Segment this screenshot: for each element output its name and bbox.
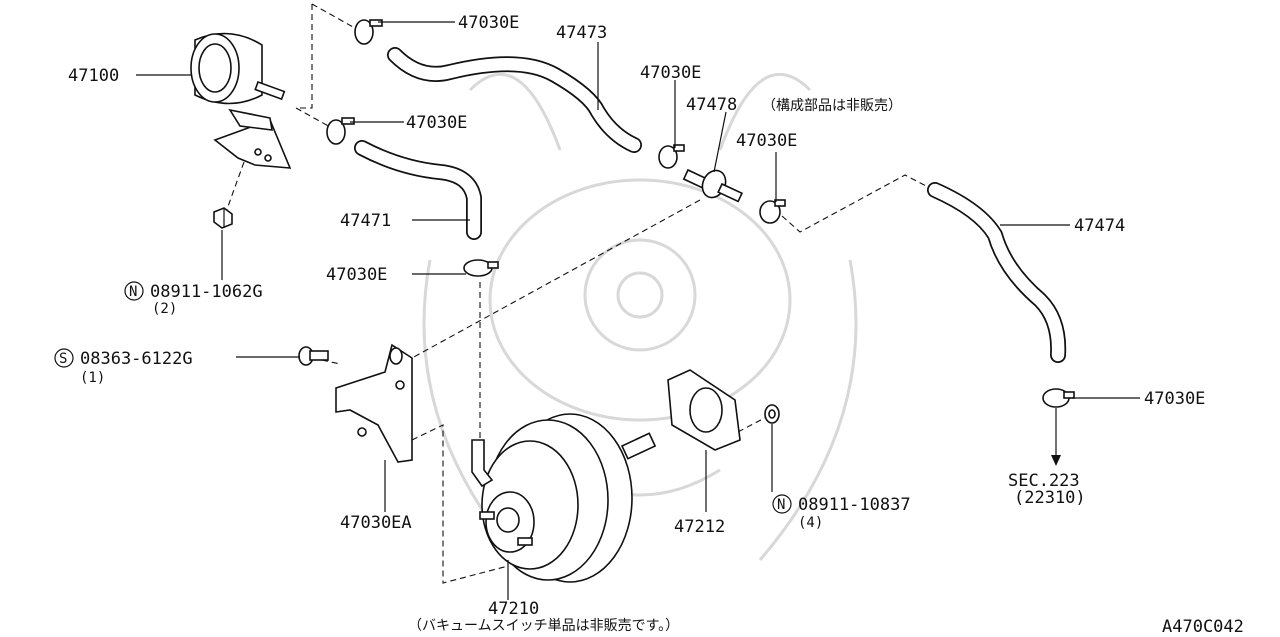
canister-47100: [190, 32, 292, 169]
bolt-08363-6122G: [298, 346, 329, 366]
label-clamp-c4: 47030E: [736, 131, 797, 151]
label-47100: 47100: [68, 66, 119, 86]
label-bolt-qty: (1): [80, 370, 105, 386]
gasket-47212: [667, 369, 741, 451]
nut-booster-prefix: N: [777, 497, 785, 513]
hose-47473: [387, 47, 642, 153]
label-clamp-c6: 47030E: [1144, 389, 1205, 409]
label-clamp-c5: 47030E: [326, 265, 387, 285]
nut-08911-1062G: [213, 207, 233, 229]
label-47473: 47473: [556, 23, 607, 43]
clamp-c5: [463, 259, 499, 277]
bolt-prefix: S: [59, 351, 67, 367]
clamp-c2: [326, 117, 355, 145]
nut-top-callout: N 08911-1062G (2): [124, 281, 263, 317]
label-nut-top-qty: (2): [152, 301, 177, 317]
diagram-code: A470C042: [1162, 617, 1244, 637]
nut-08911-10837: [764, 404, 780, 424]
label-clamp-c2: 47030E: [406, 113, 467, 133]
label-47210: 47210: [488, 599, 539, 619]
sec-arrow: [1051, 408, 1061, 466]
clamp-c3: [658, 144, 685, 169]
label-47478-note: （構成部品は非販売）: [762, 98, 902, 114]
clamp-c4: [759, 199, 786, 224]
leader-lines: [136, 21, 1140, 600]
hose-47474: [927, 182, 1067, 363]
check-valve-47478: [682, 168, 744, 203]
label-47210-note: （バキュームスイッチ単品は非販売です。）: [408, 618, 679, 634]
clamp-c1: [354, 19, 383, 45]
bolt-callout: S 08363-6122G (1): [54, 348, 193, 386]
hose-47471: [354, 140, 482, 240]
nut-booster-callout: N 08911-10837 (4): [772, 494, 911, 531]
label-clamp-c1: 47030E: [458, 13, 519, 33]
label-bolt: 08363-6122G: [80, 349, 193, 369]
label-nut-top: 08911-1062G: [150, 282, 263, 302]
label-nut-booster: 08911-10837: [798, 495, 911, 515]
label-sec-ref: SEC.223: [1008, 471, 1080, 491]
label-sec-ref-sub: (22310): [1014, 488, 1086, 508]
label-47212: 47212: [674, 517, 725, 537]
label-nut-booster-qty: (4): [798, 515, 823, 531]
label-47471: 47471: [340, 211, 391, 231]
labels: 47100 47030E 47473 47030E 47030E 47478 （…: [54, 13, 1244, 637]
label-47478: 47478: [686, 95, 737, 115]
clamp-c6: [1042, 388, 1075, 408]
dashed-lines: [225, 3, 931, 584]
watermark-emblem: [422, 72, 858, 561]
label-clamp-c3: 47030E: [640, 63, 701, 83]
label-47474: 47474: [1074, 216, 1125, 236]
brake-booster-47210: [471, 413, 657, 583]
nut-top-prefix: N: [129, 284, 137, 300]
label-47030EA: 47030EA: [340, 513, 412, 533]
bracket-47030EA: [335, 343, 413, 463]
